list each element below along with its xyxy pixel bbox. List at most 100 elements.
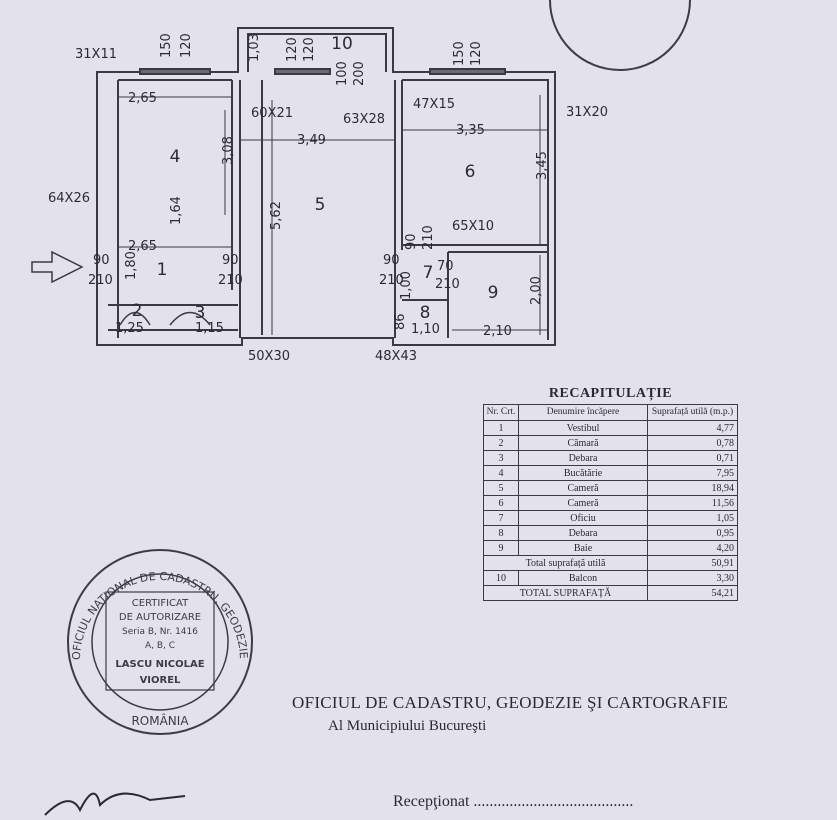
stamp-line: Seria B, Nr. 1416 — [122, 627, 198, 637]
total-value: 54,21 — [647, 585, 738, 601]
row-area: 3,30 — [647, 570, 738, 586]
stamp-line: A, B, C — [145, 641, 175, 651]
dim-label: 100 — [335, 61, 350, 86]
dim-label: 3,45 — [535, 151, 550, 180]
dim-label: 210 — [218, 273, 243, 288]
dim-label: 5,62 — [269, 201, 284, 230]
dim-label: 1,10 — [411, 322, 440, 337]
dim-label: 3,08 — [221, 136, 236, 165]
row-name: Oficiu — [518, 510, 648, 526]
room-number-4: 4 — [170, 147, 181, 167]
row-nr: 10 — [483, 570, 519, 586]
room-number-3: 3 — [195, 303, 206, 323]
subtotal-label: Total suprafață utilă — [483, 555, 648, 571]
row-area: 0,95 — [647, 525, 738, 541]
row-name: Debara — [518, 525, 648, 541]
row-name: Cameră — [518, 495, 648, 511]
row-area: 4,20 — [647, 540, 738, 556]
row-area: 11,56 — [647, 495, 738, 511]
row-nr: 9 — [483, 540, 519, 556]
row-area: 7,95 — [647, 465, 738, 481]
dim-label: 150 — [452, 41, 467, 66]
recap-title: RECAPITULAȚIE — [548, 386, 673, 401]
dim-label: 90 — [93, 253, 110, 268]
room-number-5: 5 — [315, 195, 326, 215]
signature — [44, 792, 186, 816]
partial-stamp — [549, 0, 691, 71]
stamp-line: DE AUTORIZARE — [119, 612, 201, 623]
dim-label: 48X43 — [375, 349, 417, 364]
dim-label: 120 — [302, 37, 317, 62]
dim-label: 64X26 — [48, 191, 90, 206]
dim-label: 31X11 — [75, 47, 117, 62]
dim-label: 60X21 — [251, 106, 293, 121]
dim-label: 2,65 — [128, 239, 157, 254]
dim-label: 120 — [285, 37, 300, 62]
total-row: TOTAL SUPRAFAȚĂ 54,21 — [483, 585, 738, 601]
dim-label: 1,00 — [399, 271, 414, 300]
row-area: 18,94 — [647, 480, 738, 496]
received-line: Recepţionat ............................… — [393, 793, 634, 810]
dim-label: 210 — [435, 277, 460, 292]
row-nr: 8 — [483, 525, 519, 541]
dim-label: 86 — [393, 313, 408, 330]
outer-wall — [96, 27, 556, 346]
row-nr: 4 — [483, 465, 519, 481]
dim-label: 50X30 — [248, 349, 290, 364]
room-number-1: 1 — [157, 260, 168, 280]
dim-label: 63X28 — [343, 112, 385, 127]
dim-label: 210 — [88, 273, 113, 288]
dim-label: 200 — [352, 61, 367, 86]
dim-label: 3,49 — [297, 133, 326, 148]
recap-table-section: RECAPITULAȚIE Nr. Crt. Denumire încăpere… — [483, 386, 738, 601]
stamp-line: VIOREL — [140, 675, 181, 686]
header-name: Denumire încăpere — [518, 404, 648, 421]
dim-label: 1,15 — [195, 321, 224, 336]
dim-label: 2,10 — [483, 324, 512, 339]
row-area: 0,78 — [647, 435, 738, 451]
dim-label: 210 — [421, 225, 436, 250]
row-name: Balcon — [518, 570, 648, 586]
dim-label: 90 — [383, 253, 400, 268]
row-area: 4,77 — [647, 420, 738, 436]
room-number-8: 8 — [420, 303, 431, 323]
recap-table: Nr. Crt. Denumire încăpere Suprafață uti… — [483, 404, 738, 601]
row-area: 1,05 — [647, 510, 738, 526]
row-nr: 3 — [483, 450, 519, 466]
row-nr: 2 — [483, 435, 519, 451]
row-name: Cameră — [518, 480, 648, 496]
dim-label: 210 — [379, 273, 404, 288]
dim-label: 90 — [222, 253, 239, 268]
dim-label: 31X20 — [566, 105, 608, 120]
header-nr: Nr. Crt. — [483, 404, 519, 421]
room-number-6: 6 — [465, 162, 476, 182]
dim-label: 2,00 — [529, 276, 544, 305]
row-area: 0,71 — [647, 450, 738, 466]
room-number-2: 2 — [132, 301, 143, 321]
row-nr: 7 — [483, 510, 519, 526]
room-number-9: 9 — [488, 283, 499, 303]
official-stamp: OFICIUL NAȚIONAL DE CADASTRU, GEODEZIE Ș… — [0, 0, 253, 735]
row-name: Vestibul — [518, 420, 648, 436]
stamp-line: LASCU NICOLAE — [115, 659, 204, 670]
dim-label: 2,65 — [128, 91, 157, 106]
dim-label: 70 — [437, 259, 454, 274]
total-label: TOTAL SUPRAFAȚĂ — [483, 585, 648, 601]
office-name: OFICIUL DE CADASTRU, GEODEZIE ŞI CARTOGR… — [292, 693, 729, 712]
dim-label: 1,80 — [124, 251, 139, 280]
dim-label: 65X10 — [452, 219, 494, 234]
dim-label: 1,03 — [247, 33, 262, 62]
row-nr: 1 — [483, 420, 519, 436]
dim-label: 90 — [404, 233, 419, 250]
row-nr: 6 — [483, 495, 519, 511]
dim-label: 47X15 — [413, 97, 455, 112]
header-area: Suprafață utilă (m.p.) — [647, 404, 738, 421]
